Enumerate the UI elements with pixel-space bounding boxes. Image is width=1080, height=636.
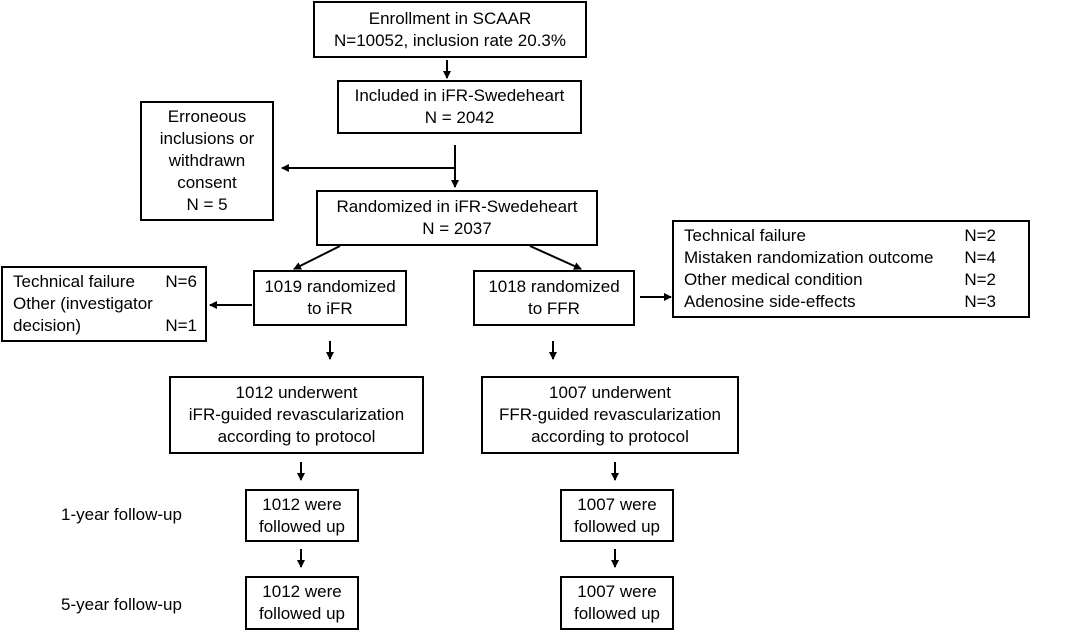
followup-line: followed up <box>258 516 345 536</box>
erroneous-box: Erroneous inclusions or withdrawn consen… <box>140 101 274 221</box>
ffr-followup-1y-box: 1007 were followed up <box>560 489 674 542</box>
ffr-exclusion-row: Other medical condition N=2 <box>684 269 996 291</box>
arrow-randomized-to-ifr <box>293 245 341 270</box>
exclusion-count: N=2 <box>964 226 996 245</box>
ifr-exclusion-other: decision) N=1 <box>13 315 197 337</box>
erroneous-line: consent <box>177 173 237 192</box>
ffr-randomized-line: to FFR <box>528 299 580 318</box>
followup-5y-label: 5-year follow-up <box>61 595 182 614</box>
exclusion-count: N=3 <box>964 292 996 311</box>
enrollment-count: N=10052, inclusion rate 20.3% <box>333 30 566 50</box>
exclusion-label: Technical failure <box>684 226 806 245</box>
ffr-followup-5y-box: 1007 were followed up <box>560 576 674 630</box>
ifr-randomized-line: to iFR <box>307 299 353 318</box>
ifr-underwent-line: iFR-guided revascularization <box>188 405 405 424</box>
arrow-randomized-to-ffr <box>529 245 582 270</box>
followup-line: followed up <box>573 516 660 536</box>
erroneous-line: Erroneous <box>167 107 247 126</box>
ffr-underwent-line: FFR-guided revascularization <box>498 405 722 424</box>
ifr-underwent-line: according to protocol <box>217 427 376 446</box>
followup-line: 1012 were <box>262 494 342 514</box>
followup-1y-label: 1-year follow-up <box>61 505 182 524</box>
exclusion-count: N=4 <box>964 248 996 267</box>
followup-line: followed up <box>258 604 345 623</box>
ffr-randomized-line: 1018 randomized <box>488 277 620 296</box>
exclusion-count: N=2 <box>964 270 996 289</box>
ffr-exclusion-row: Technical failure N=2 <box>684 225 996 247</box>
enrollment-title: Enrollment in SCAAR <box>368 8 532 28</box>
erroneous-line: inclusions or <box>159 129 255 148</box>
ffr-underwent-box: 1007 underwent FFR-guided revascularizat… <box>481 376 739 454</box>
enrollment-box: Enrollment in SCAAR N=10052, inclusion r… <box>313 1 587 58</box>
followup-line: followed up <box>573 604 660 623</box>
ffr-exclusions-box: Technical failure N=2 Mistaken randomiza… <box>672 220 1030 318</box>
erroneous-line: withdrawn <box>168 151 246 170</box>
ifr-exclusions-box: Technical failure N=6 Other (investigato… <box>1 266 207 342</box>
exclusion-label: decision) <box>13 316 82 335</box>
randomized-title: Randomized in iFR-Swedeheart <box>336 197 578 216</box>
included-box: Included in iFR-Swedeheart N = 2042 <box>337 80 582 134</box>
ifr-randomized-line: 1019 randomized <box>264 277 396 296</box>
ifr-exclusion-technical-failure: Technical failure N=6 <box>13 271 197 293</box>
exclusion-count: N=6 <box>165 272 197 291</box>
ffr-exclusion-row: Mistaken randomization outcome N=4 <box>684 247 996 269</box>
exclusion-count: N=1 <box>165 316 197 335</box>
erroneous-count: N = 5 <box>186 195 228 214</box>
randomized-count: N = 2037 <box>422 219 492 238</box>
included-count: N = 2042 <box>424 108 495 127</box>
ffr-exclusion-row: Adenosine side-effects N=3 <box>684 291 996 313</box>
ffr-underwent-line: according to protocol <box>531 427 689 446</box>
exclusion-label: Adenosine side-effects <box>684 292 856 311</box>
ifr-followup-1y-box: 1012 were followed up <box>245 489 359 542</box>
exclusion-label: Mistaken randomization outcome <box>684 248 934 267</box>
followup-line: 1007 were <box>577 582 657 601</box>
ifr-randomized-box: 1019 randomized to iFR <box>253 270 407 326</box>
ifr-underwent-box: 1012 underwent iFR-guided revascularizat… <box>169 376 424 454</box>
ifr-underwent-line: 1012 underwent <box>235 383 358 402</box>
included-title: Included in iFR-Swedeheart <box>354 86 565 105</box>
exclusion-label: Other medical condition <box>684 270 863 289</box>
exclusion-label: Technical failure <box>13 272 135 291</box>
randomized-box: Randomized in iFR-Swedeheart N = 2037 <box>316 190 598 246</box>
ffr-underwent-line: 1007 underwent <box>549 383 671 402</box>
followup-line: 1007 were <box>577 494 657 514</box>
followup-line: 1012 were <box>262 582 342 601</box>
ifr-exclusion-other-label-line1: Other (investigator <box>13 294 153 313</box>
ifr-followup-5y-box: 1012 were followed up <box>245 576 359 630</box>
ffr-randomized-box: 1018 randomized to FFR <box>473 270 635 326</box>
